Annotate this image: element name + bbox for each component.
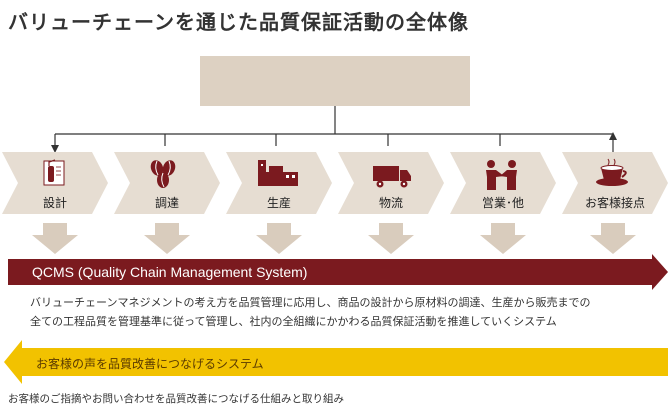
step-label-design: 設計	[42, 196, 67, 210]
step-label-logistics: 物流	[378, 196, 403, 210]
step-label-procurement: 調達	[154, 196, 179, 210]
down-arrow-row	[32, 223, 636, 254]
down-arrow-1	[32, 223, 78, 254]
coffee-cup-icon	[596, 158, 628, 186]
down-arrow-3	[256, 223, 302, 254]
fire-extinguisher-blueprint-icon	[43, 159, 65, 186]
qcms-arrow-bar	[8, 254, 668, 290]
qcms-label: QCMS (Quality Chain Management System)	[32, 264, 308, 280]
down-arrow-2	[144, 223, 190, 254]
feedback-connector	[54, 106, 614, 152]
qcms-description-line-2: 全ての工程品質を管理基準に従って管理し、社内の全組織にかかわる品質保証活動を推進…	[30, 315, 557, 328]
step-label-customer: お客様接点	[584, 196, 645, 210]
voice-arrow-bar	[4, 340, 668, 384]
coffee-beans-icon	[150, 160, 176, 188]
voice-label: お客様の声を品質改善につなげるシステム	[36, 357, 264, 371]
qcms-description: バリューチェーンマネジメントの考え方を品質管理に応用し、商品の設計から原材料の調…	[30, 293, 666, 331]
delivery-truck-icon	[373, 166, 411, 188]
factory-icon	[258, 160, 298, 186]
chevron-logistics	[338, 152, 444, 214]
handshake-people-icon	[486, 160, 517, 190]
voice-description: お客様のご指摘やお問い合わせを品質改善につなげる仕組みと取り組み	[8, 393, 344, 405]
feedback-arrowhead-down	[51, 145, 59, 153]
center-placeholder-box	[200, 56, 470, 106]
chevron-sales	[450, 152, 556, 214]
feedback-arrowhead-up	[609, 132, 617, 140]
chevron-row	[2, 152, 668, 214]
down-arrow-4	[368, 223, 414, 254]
step-label-production: 生産	[266, 196, 291, 210]
qcms-description-line-1: バリューチェーンマネジメントの考え方を品質管理に応用し、商品の設計から原材料の調…	[30, 296, 591, 309]
down-arrow-6	[590, 223, 636, 254]
down-arrow-5	[480, 223, 526, 254]
step-label-sales: 営業･他	[481, 196, 524, 210]
page-title: バリューチェーンを通じた品質保証活動の全体像	[8, 10, 469, 34]
